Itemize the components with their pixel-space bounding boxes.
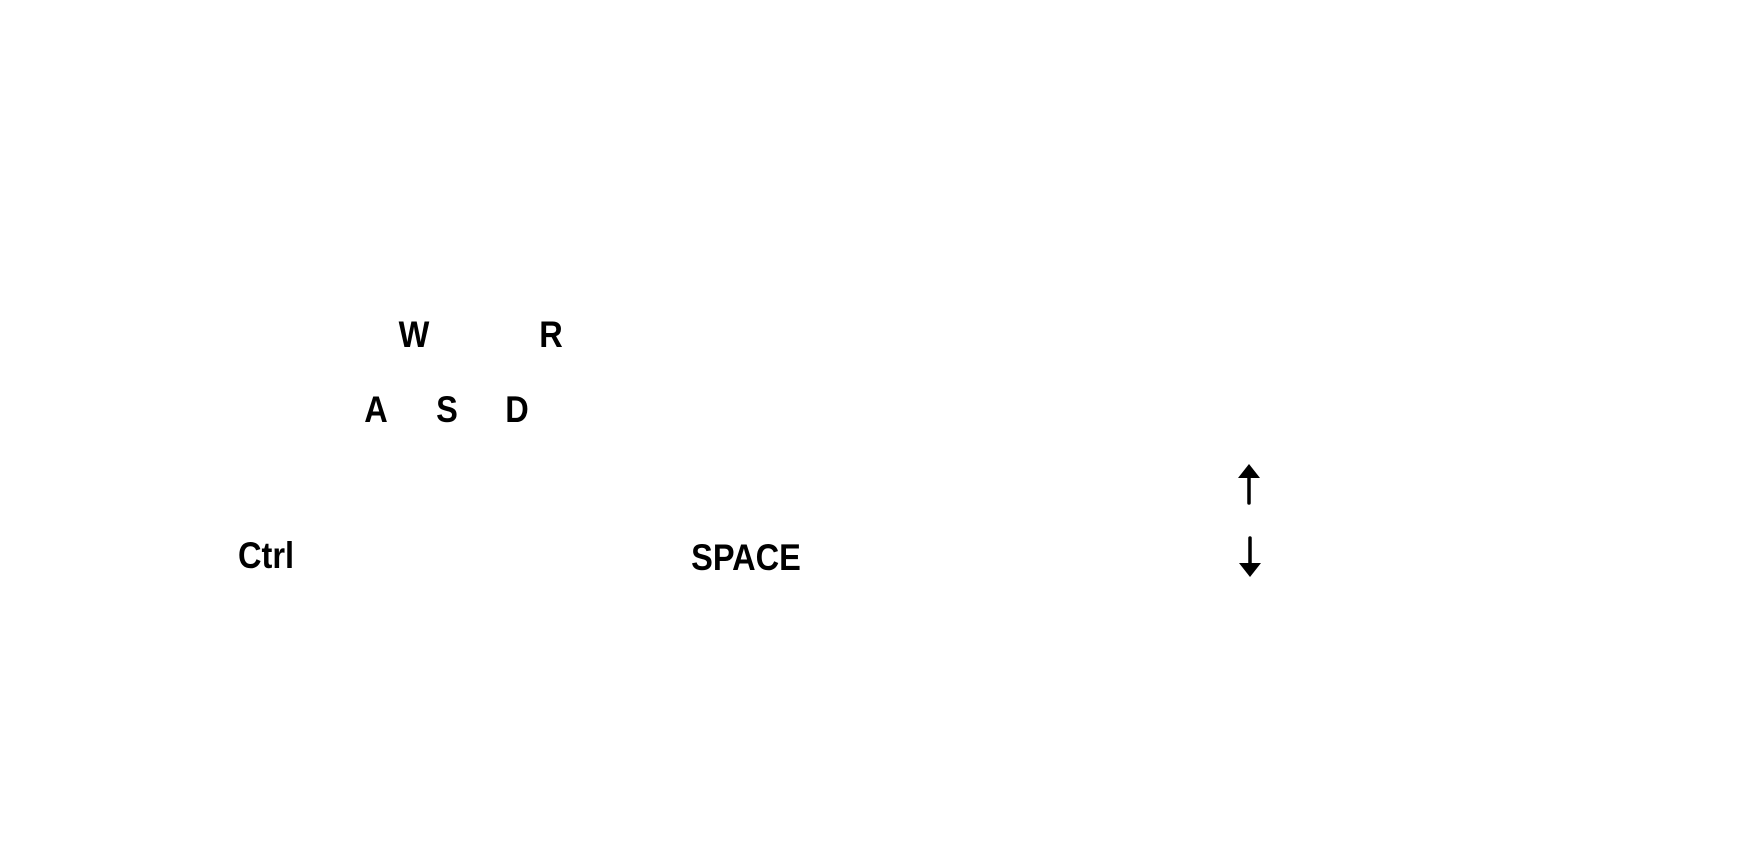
key-d: D — [505, 389, 529, 430]
key-space: SPACE — [691, 537, 801, 578]
key-ctrl: Ctrl — [237, 535, 295, 576]
arrow-down-icon — [1239, 536, 1261, 577]
key-s: S — [436, 389, 458, 430]
key-r: R — [539, 314, 563, 355]
key-w: W — [398, 314, 430, 355]
key-a: A — [364, 389, 388, 430]
arrow-up-icon — [1238, 464, 1260, 505]
